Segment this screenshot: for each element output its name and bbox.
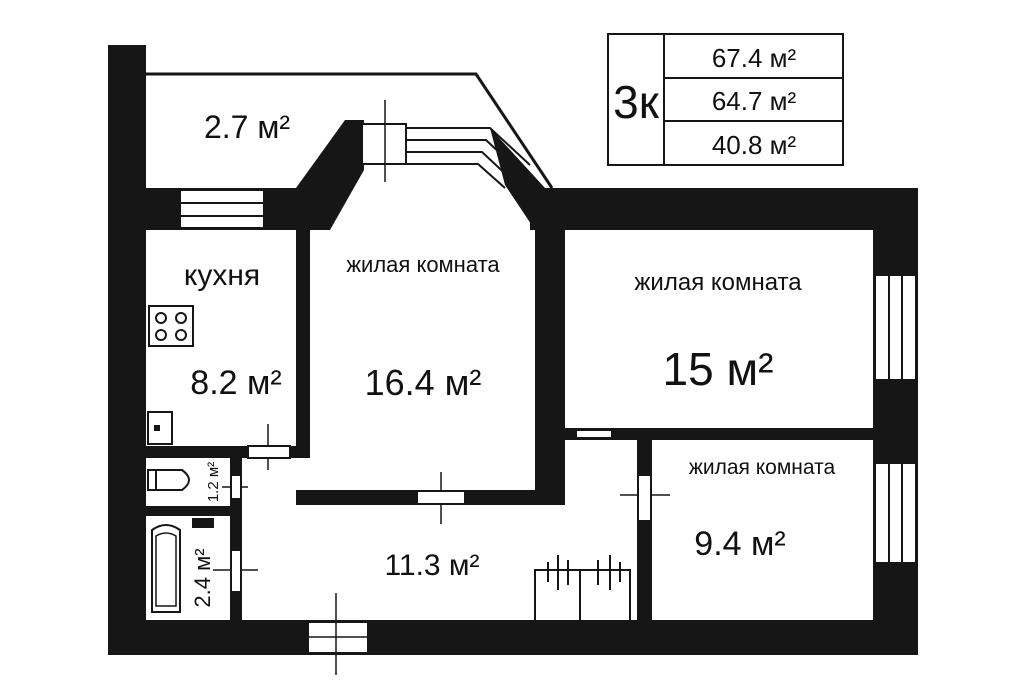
toilet-icon bbox=[147, 469, 190, 491]
bath-sink-icon bbox=[192, 518, 214, 528]
hall-area: 11.3 м² bbox=[384, 549, 479, 582]
walls bbox=[108, 45, 918, 655]
living-right-area: 15 м² bbox=[663, 343, 774, 395]
living-small-area: 9.4 м² bbox=[694, 525, 785, 563]
sink-icon bbox=[147, 411, 173, 445]
living-center-label: жилая комната bbox=[346, 252, 500, 277]
living-right-label: жилая комната bbox=[634, 269, 802, 296]
bathroom-area: 2.4 м² bbox=[190, 548, 215, 607]
kitchen-area: 8.2 м² bbox=[190, 364, 281, 402]
toilet-area: 1.2 м² bbox=[205, 462, 222, 502]
living-area-total-value: 64.7 м² bbox=[712, 86, 797, 116]
windows bbox=[179, 123, 917, 654]
living-small-label: жилая комната bbox=[689, 456, 836, 479]
door-marks bbox=[213, 100, 670, 675]
bathtub-icon bbox=[151, 524, 181, 613]
balcony-area: 2.7 м² bbox=[204, 109, 290, 145]
stove-icon bbox=[148, 305, 194, 347]
living-center-area: 16.4 м² bbox=[365, 362, 482, 403]
balcony-outline bbox=[146, 72, 554, 189]
living-area-value: 40.8 м² bbox=[712, 130, 797, 160]
rooms-count-label: 3к bbox=[613, 76, 660, 128]
area-summary-table: 3к 67.4 м² 64.7 м² 40.8 м² bbox=[607, 33, 844, 166]
total-area-value: 67.4 м² bbox=[712, 43, 797, 73]
kitchen-label: кухня bbox=[184, 259, 260, 292]
wardrobe-icon bbox=[534, 555, 631, 620]
